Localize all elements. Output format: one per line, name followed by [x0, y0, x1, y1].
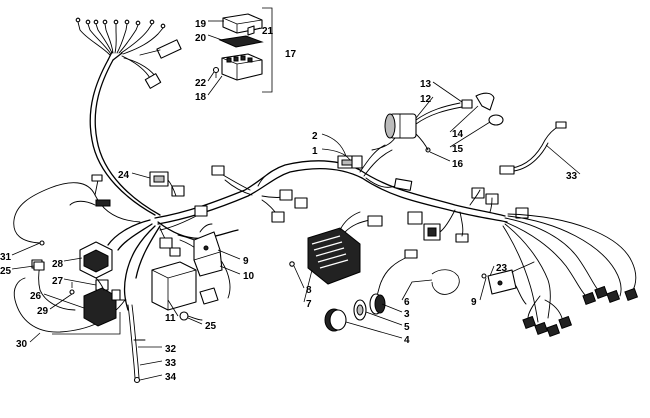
callout-c32: 32 [165, 344, 177, 355]
callout-c29: 29 [37, 306, 49, 317]
callout-c31: 31 [0, 252, 12, 263]
control-module-11 [151, 261, 219, 321]
callout-c24: 24 [118, 170, 130, 181]
callout-c23: 23 [496, 263, 508, 274]
voltage-regulator [289, 211, 383, 285]
callout-c10: 10 [243, 271, 255, 282]
sensor-lead-33 [499, 121, 567, 175]
left-loop-lead [13, 174, 141, 246]
callout-c26: 26 [30, 291, 42, 302]
callout-c8: 8 [306, 285, 312, 296]
callout-c1: 1 [312, 146, 318, 157]
callout-c9b: 9 [471, 297, 477, 308]
callout-c15: 15 [452, 144, 464, 155]
callout-labels: 1234567899101112131415161718192021222324… [0, 19, 578, 383]
callout-c5: 5 [404, 322, 410, 333]
callout-c7: 7 [306, 299, 312, 310]
callout-c17: 17 [285, 49, 297, 60]
mounting-bracket-10 [193, 223, 223, 277]
center-connectors [407, 187, 529, 243]
ignition-coil [371, 92, 504, 153]
fuse-box-assembly [212, 7, 273, 93]
callout-c14: 14 [452, 129, 464, 140]
callout-c13: 13 [420, 79, 432, 90]
callout-c27: 27 [52, 276, 64, 287]
callout-c33a: 33 [566, 171, 578, 182]
callout-c11: 11 [165, 313, 176, 324]
left-components [33, 241, 127, 327]
bracket-23 [481, 261, 535, 305]
lower-harness-branch [107, 205, 239, 384]
callout-c20: 20 [195, 33, 207, 44]
callout-c22: 22 [195, 78, 207, 89]
callout-c2: 2 [312, 131, 318, 142]
leader-lines [11, 20, 581, 381]
callout-c30: 30 [16, 339, 28, 350]
callout-c25b: 25 [205, 321, 217, 332]
callout-c21: 21 [262, 26, 274, 37]
callout-c6: 6 [404, 297, 410, 308]
callout-c19: 19 [195, 19, 207, 30]
upper-harness-branch [75, 17, 182, 216]
switch-parts [324, 249, 460, 332]
callout-c28: 28 [52, 259, 64, 270]
right-lead-bundle [502, 213, 639, 338]
callout-c18: 18 [195, 92, 207, 103]
callout-c9a: 9 [243, 256, 249, 267]
callout-c12: 12 [420, 94, 432, 105]
callout-c34: 34 [165, 372, 177, 383]
callout-c33b: 33 [165, 358, 177, 369]
callout-c25a: 25 [0, 266, 12, 277]
callout-c16: 16 [452, 159, 464, 170]
callout-c3: 3 [404, 309, 410, 320]
connector-24 [149, 171, 185, 197]
callout-c4: 4 [404, 335, 410, 346]
